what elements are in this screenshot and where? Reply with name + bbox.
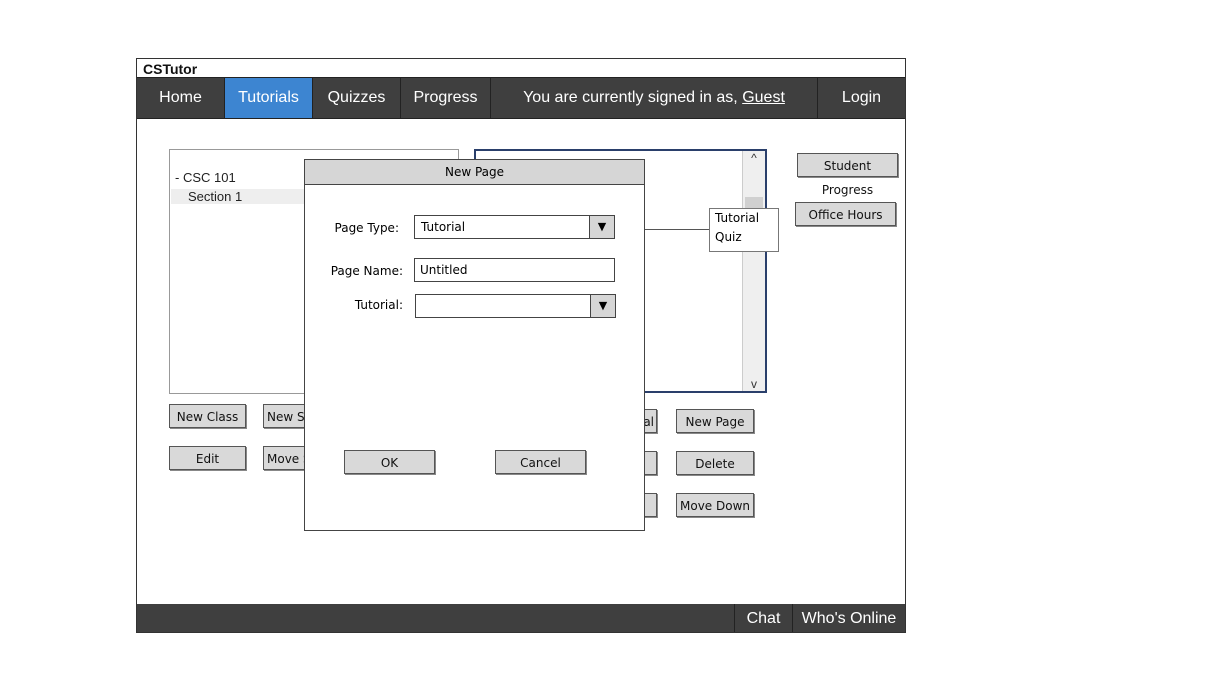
option-tutorial[interactable]: Tutorial [715, 211, 760, 225]
app-title: CSTutor [143, 61, 198, 77]
nav-quizzes[interactable]: Quizzes [313, 78, 401, 118]
signed-in-text: You are currently signed in as, [523, 89, 738, 106]
nav-progress[interactable]: Progress [401, 78, 491, 118]
tutorial-select[interactable]: ▼ [415, 294, 616, 318]
whos-online-button[interactable]: Who's Online [792, 604, 905, 632]
app-window: CSTutor Home Tutorials Quizzes Progress … [136, 58, 906, 633]
scrollbar[interactable]: ^ v [742, 151, 765, 391]
tree-item-section[interactable]: Section 1 [171, 189, 305, 204]
new-class-button[interactable]: New Class [169, 404, 246, 428]
delete-button[interactable]: Delete [676, 451, 754, 475]
dialog-title: New Page [305, 160, 644, 185]
new-page-button[interactable]: New Page [676, 409, 754, 433]
tree-item-class[interactable]: - CSC 101 [175, 170, 236, 185]
page-name-label: Page Name: [330, 264, 403, 278]
footer-bar: Chat Who's Online [137, 604, 905, 632]
office-hours-button[interactable]: Office Hours [795, 202, 896, 226]
edit-button[interactable]: Edit [169, 446, 246, 470]
page-name-input[interactable]: Untitled [414, 258, 615, 282]
guest-link[interactable]: Guest [742, 89, 785, 106]
chat-button[interactable]: Chat [734, 604, 792, 632]
nav-tutorials[interactable]: Tutorials [225, 78, 313, 118]
option-quiz[interactable]: Quiz [715, 230, 742, 244]
page-type-options[interactable]: Tutorial Quiz [709, 208, 779, 252]
chevron-down-icon[interactable]: ▼ [590, 295, 615, 317]
page-type-label: Page Type: [334, 221, 399, 235]
cancel-button[interactable]: Cancel [495, 450, 586, 474]
page-type-select[interactable]: Tutorial ▼ [414, 215, 615, 239]
chevron-down-icon[interactable]: ▼ [589, 216, 614, 238]
scroll-thumb[interactable] [745, 197, 763, 211]
student-progress-button[interactable]: Student Progress [797, 153, 898, 197]
tutorial-label: Tutorial: [354, 298, 403, 312]
new-page-dialog: New Page Page Type: Tutorial ▼ Page Name… [304, 159, 645, 531]
ok-button[interactable]: OK [344, 450, 435, 474]
signed-in-status: You are currently signed in as, Guest [491, 78, 818, 118]
login-button[interactable]: Login [841, 89, 882, 106]
scroll-up-icon[interactable]: ^ [751, 151, 757, 165]
move-down-button[interactable]: Move Down [676, 493, 754, 517]
scroll-down-icon[interactable]: v [751, 377, 757, 391]
page-type-value: Tutorial [421, 220, 466, 234]
connector-line [614, 229, 709, 230]
nav-home[interactable]: Home [137, 78, 225, 118]
nav-bar: Home Tutorials Quizzes Progress You are … [137, 77, 905, 119]
